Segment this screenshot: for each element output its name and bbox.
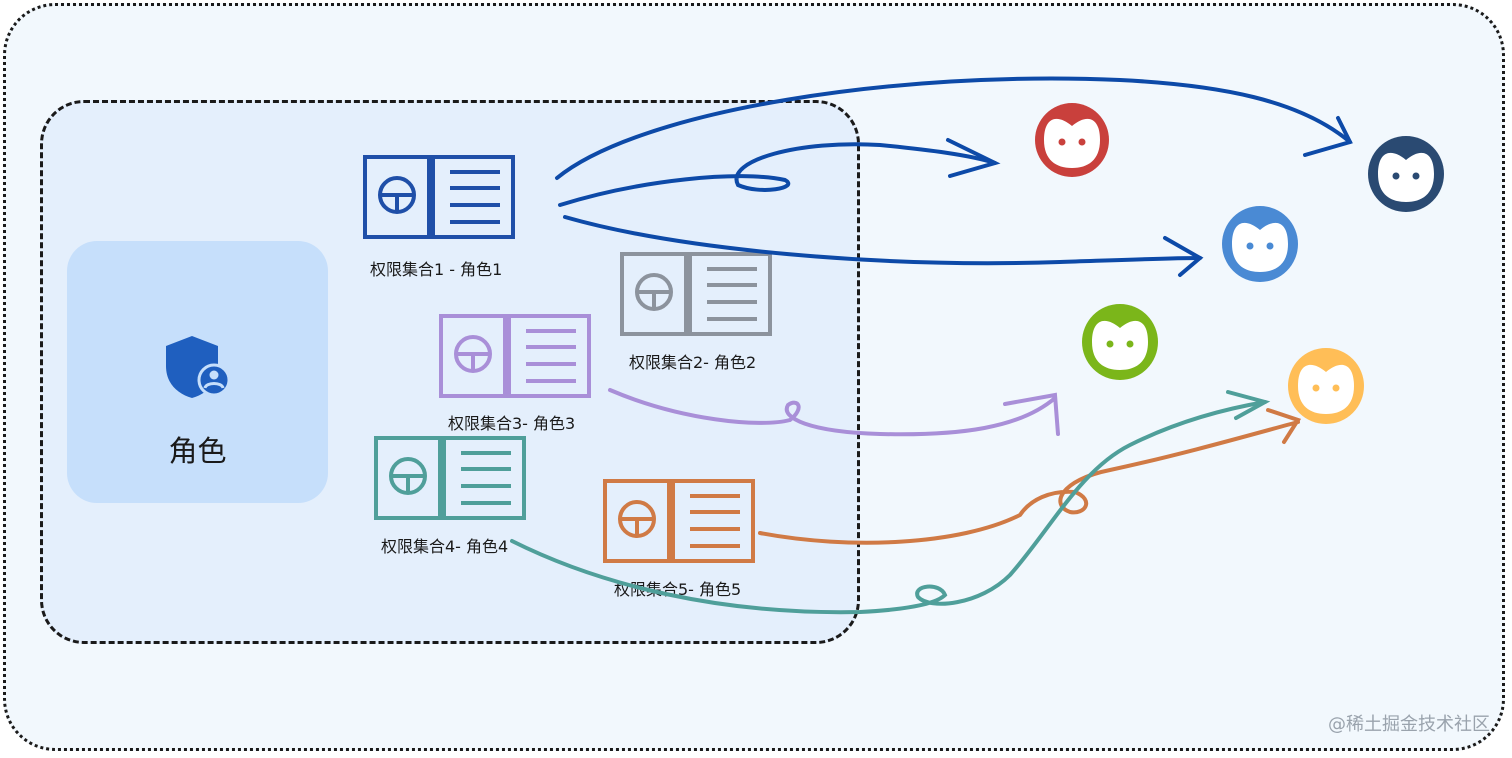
permission-set-4-icon [374, 436, 526, 520]
shield-user-icon [166, 336, 231, 398]
role-label: 角色 [168, 434, 227, 468]
permission-set-5-icon [603, 479, 755, 563]
user-icon-green [1082, 304, 1158, 380]
permission-set-3-icon [439, 314, 591, 398]
permission-set-2-icon [620, 252, 772, 336]
watermark: @稀土掘金技术社区 [1328, 714, 1490, 735]
user-icon-red [1035, 103, 1109, 177]
permission-set-1-icon [363, 155, 515, 239]
permission-set-1-label: 权限集合1 - 角色1 [370, 260, 503, 279]
permission-set-3-label: 权限集合3- 角色3 [448, 414, 576, 433]
arrow-set4-to-user-yellow [510, 390, 1271, 615]
arrow-set3-to-user-green [608, 388, 1060, 437]
permission-set-4-label: 权限集合4- 角色4 [381, 537, 509, 556]
arrow-set5-to-user-yellow [758, 408, 1302, 545]
user-icon-darkblue [1368, 136, 1444, 212]
arrow-set1-to-user-blue [563, 215, 1204, 277]
arrow-set1-to-user-darkblue [555, 76, 1353, 180]
user-icon-yellow [1288, 348, 1364, 424]
arrow-set1-to-user-red [558, 138, 1001, 207]
user-icon-blue [1222, 206, 1298, 282]
permission-set-5-label: 权限集合5- 角色5 [614, 580, 742, 599]
permission-set-2-label: 权限集合2- 角色2 [629, 353, 757, 372]
